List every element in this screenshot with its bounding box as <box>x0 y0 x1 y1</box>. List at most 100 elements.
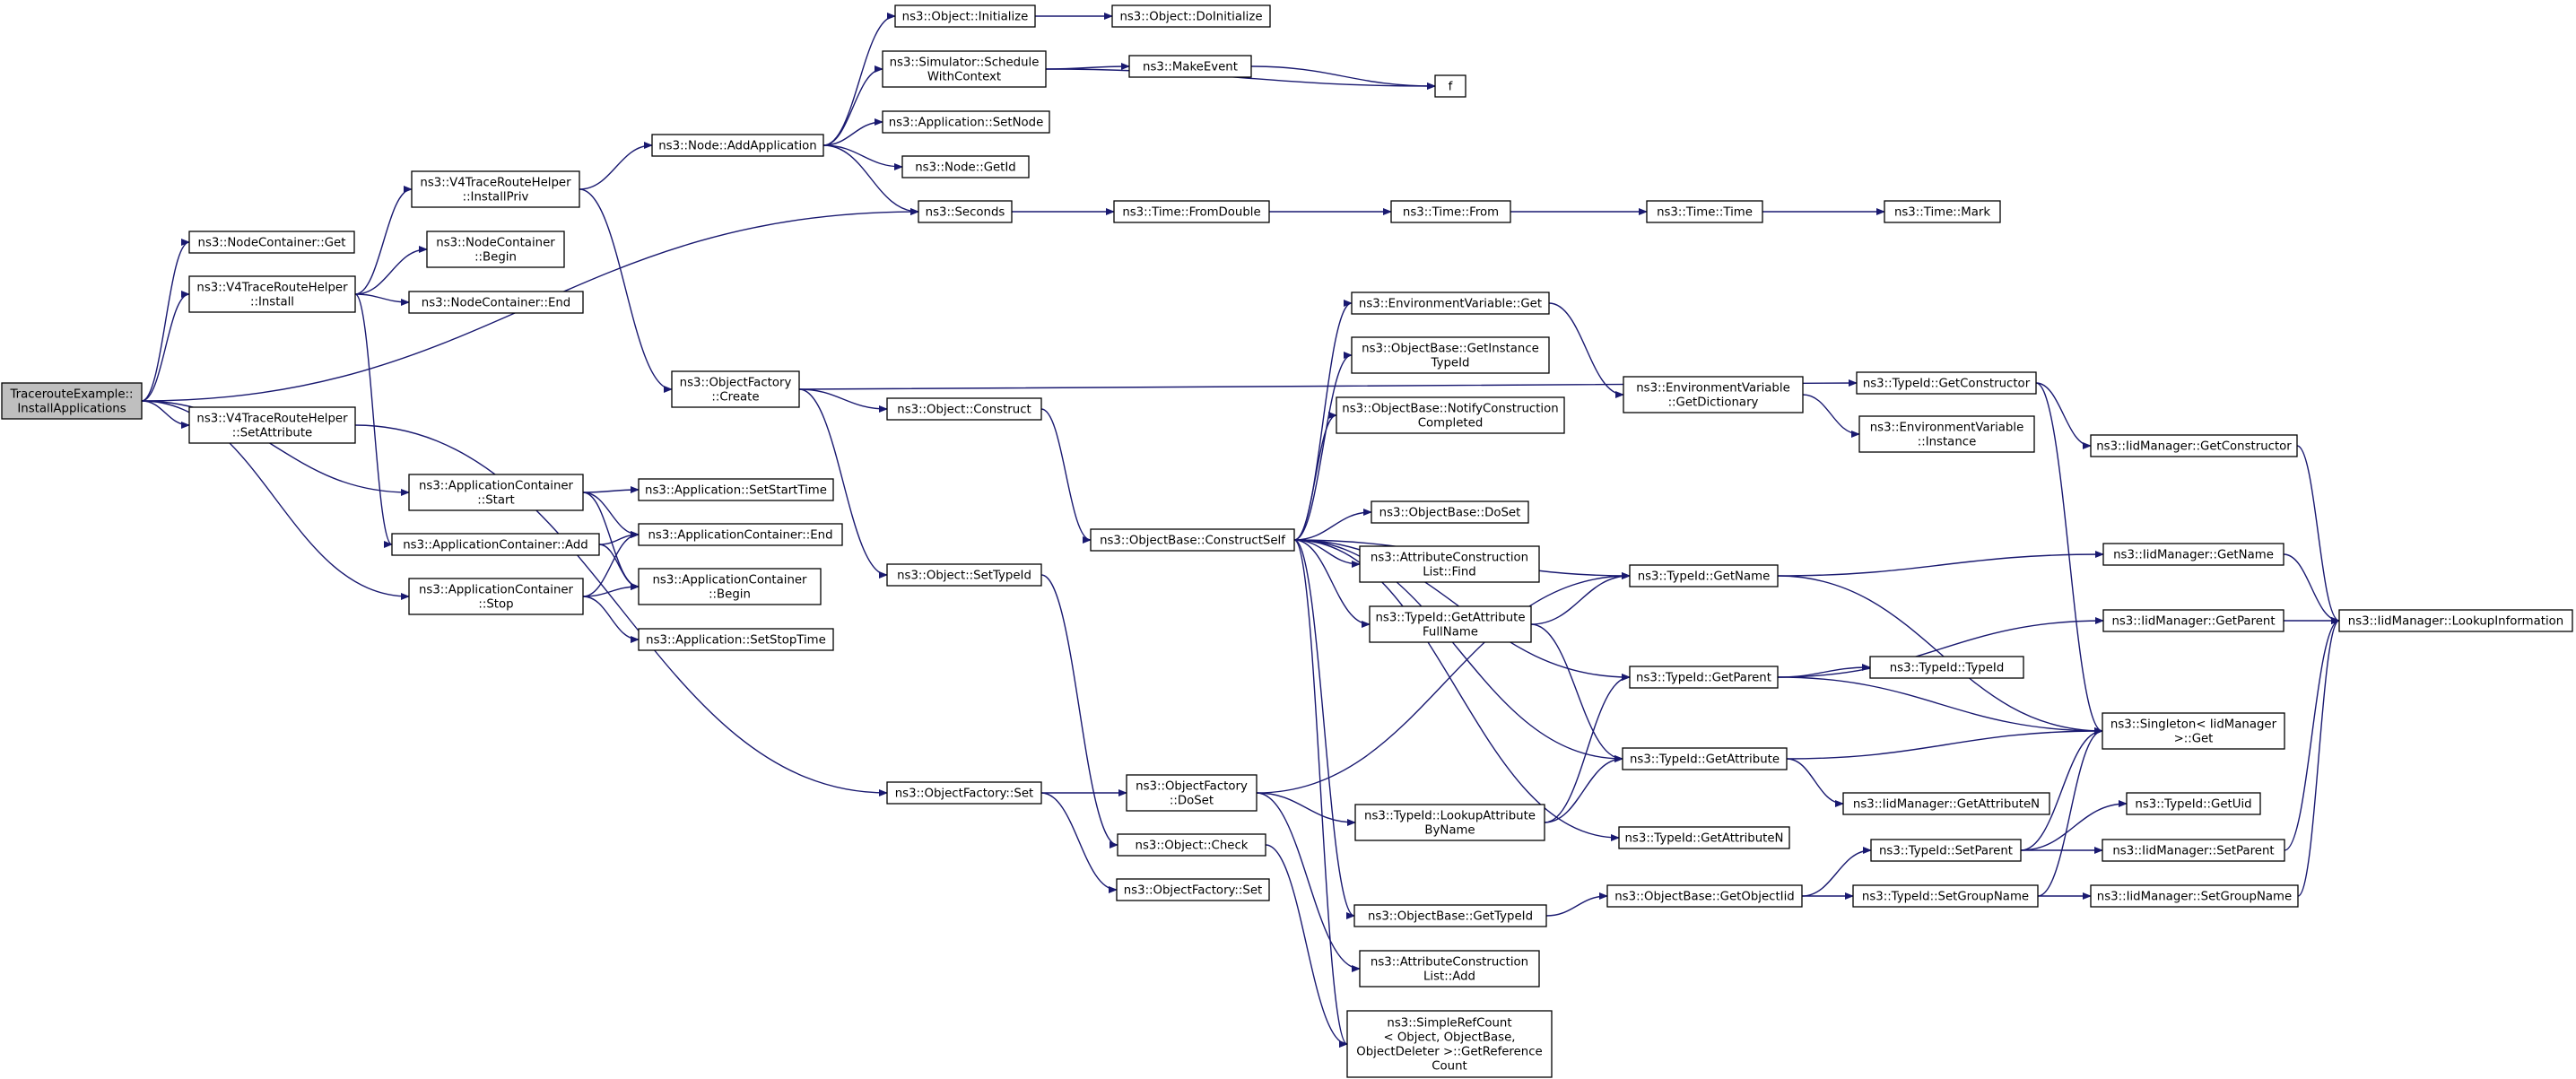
node-label: ns3::IidManager::LookupInformation <box>2348 615 2563 629</box>
node-simplerefcount[interactable]: ns3::SimpleRefCount< Object, ObjectBase,… <box>1346 1010 1553 1078</box>
node-obj-check[interactable]: ns3::Object::Check <box>1117 833 1266 857</box>
node-label: ns3::NodeContainer <box>436 237 555 250</box>
node-label: ns3::ObjectBase::GetObjectIid <box>1614 891 1794 904</box>
edge-tid_getname-to-iid_getname <box>1777 551 2104 577</box>
node-app-setnode[interactable]: ns3::Application::SetNode <box>882 110 1050 134</box>
node-time-time[interactable]: ns3::Time::Time <box>1646 200 1763 223</box>
node-seconds[interactable]: ns3::Seconds <box>918 200 1013 223</box>
node-time-from[interactable]: ns3::Time::From <box>1390 200 1511 223</box>
node-env-getdict[interactable]: ns3::EnvironmentVariable::GetDictionary <box>1623 376 1804 413</box>
node-box <box>1629 564 1779 587</box>
node-ac-stop[interactable]: ns3::ApplicationContainer::Stop <box>408 578 584 615</box>
node-ac-add[interactable]: ns3::ApplicationContainer::Add <box>391 533 600 556</box>
node-tid-getattribute[interactable]: ns3::TypeId::GetAttribute <box>1622 747 1788 770</box>
node-objfactory-set[interactable]: ns3::ObjectFactory::Set <box>886 781 1042 805</box>
node-label: ns3::ApplicationContainer <box>652 574 807 587</box>
node-v4-install[interactable]: ns3::V4TraceRouteHelper::Install <box>188 275 356 313</box>
node-objfactory-create[interactable]: ns3::ObjectFactory::Create <box>671 370 800 408</box>
node-node-addapp[interactable]: ns3::Node::AddApplication <box>651 134 824 157</box>
node-ac-end[interactable]: ns3::ApplicationContainer::End <box>638 523 843 546</box>
node-nc-begin[interactable]: ns3::NodeContainer::Begin <box>426 231 565 268</box>
node-box <box>426 231 565 268</box>
node-ob-constructself[interactable]: ns3::ObjectBase::ConstructSelf <box>1090 528 1295 552</box>
node-singleton-get[interactable]: ns3::Singleton< IidManager >::Get <box>2102 712 2285 750</box>
node-obj-doinit[interactable]: ns3::Object::DoInitialize <box>1111 4 1271 28</box>
node-label: ns3::V4TraceRouteHelper <box>420 177 571 190</box>
node-iid-getparent[interactable]: ns3::IidManager::GetParent <box>2102 609 2284 632</box>
edge-tid_getattribute-to-singleton_get <box>1786 727 2103 760</box>
node-app-setstop[interactable]: ns3::Application::SetStopTime <box>638 628 834 651</box>
edge-makeevent-to-f <box>1250 65 1436 90</box>
node-label: List::Add <box>1423 970 1475 984</box>
node-label: ns3::ApplicationContainer <box>419 584 574 597</box>
node-box <box>1856 371 2037 395</box>
node-label: ns3::ObjectBase::GetTypeId <box>1368 910 1533 924</box>
node-makeevent[interactable]: ns3::MakeEvent <box>1128 55 1252 78</box>
node-box <box>188 231 355 254</box>
node-obj-construct[interactable]: ns3::Object::Construct <box>886 397 1042 421</box>
node-app-setstart[interactable]: ns3::Application::SetStartTime <box>638 478 834 501</box>
node-obj-init[interactable]: ns3::Object::Initialize <box>894 4 1036 28</box>
edge-tid_setparent-to-tid_getuid <box>2020 800 2128 851</box>
edge-iid_getconstructor-to-iid_lookupinfo <box>2296 445 2340 624</box>
node-ob-notify[interactable]: ns3::ObjectBase::NotifyConstructionCompl… <box>1336 396 1565 434</box>
edge-ob_constructself-to-tid_getattrfullname <box>1293 539 1371 628</box>
node-iid-lookupinfo[interactable]: ns3::IidManager::LookupInformation <box>2338 609 2573 632</box>
node-ac-begin[interactable]: ns3::ApplicationContainer::Begin <box>638 568 822 605</box>
node-env-instance[interactable]: ns3::EnvironmentVariable::Instance <box>1858 415 2035 453</box>
node-label: ns3::Seconds <box>926 206 1005 220</box>
node-tid-getname[interactable]: ns3::TypeId::GetName <box>1629 564 1779 587</box>
node-objfactory-set2[interactable]: ns3::ObjectFactory::Set <box>1116 878 1270 901</box>
node-label: ns3::TypeId::LookupAttribute <box>1364 810 1536 823</box>
node-root[interactable]: TracerouteExample::InstallApplications <box>1 382 143 420</box>
node-iid-setgroupname[interactable]: ns3::IidManager::SetGroupName <box>2090 884 2299 908</box>
node-f[interactable]: f <box>1434 74 1466 98</box>
node-obj-settypeid[interactable]: ns3::Object::SetTypeId <box>886 563 1042 587</box>
node-label: ::Stop <box>478 598 513 612</box>
node-v4-installpriv[interactable]: ns3::V4TraceRouteHelper::InstallPriv <box>411 170 580 208</box>
node-nc-end[interactable]: ns3::NodeContainer::End <box>408 291 584 314</box>
node-tid-getattributen[interactable]: ns3::TypeId::GetAttributeN <box>1618 826 1790 849</box>
node-node-getid[interactable]: ns3::Node::GetId <box>901 155 1030 178</box>
node-label: ::Create <box>711 391 759 405</box>
edge-node_addapp-to-node_getid <box>822 144 903 170</box>
node-box <box>1842 792 2050 815</box>
node-objfactory-doset[interactable]: ns3::ObjectFactory::DoSet <box>1126 774 1258 812</box>
node-tid-typeid[interactable]: ns3::TypeId::TypeId <box>1869 656 2024 679</box>
node-env-get[interactable]: ns3::EnvironmentVariable::Get <box>1351 292 1550 315</box>
edge-ob_constructself-to-ob_doset <box>1293 509 1372 541</box>
node-iid-getname[interactable]: ns3::IidManager::GetName <box>2102 543 2284 566</box>
node-box <box>2090 434 2298 457</box>
node-tid-getconstructor[interactable]: ns3::TypeId::GetConstructor <box>1856 371 2037 395</box>
node-nc-get[interactable]: ns3::NodeContainer::Get <box>188 231 355 254</box>
node-label: ns3::Time::From <box>1403 206 1499 220</box>
node-iid-getconstructor[interactable]: ns3::IidManager::GetConstructor <box>2090 434 2298 457</box>
node-ob-getobjectiid[interactable]: ns3::ObjectBase::GetObjectIid <box>1606 884 1803 908</box>
node-box <box>1116 878 1270 901</box>
node-time-fromdouble[interactable]: ns3::Time::FromDouble <box>1113 200 1270 223</box>
edge-iid_setgroupname-to-iid_lookupinfo <box>2297 617 2340 897</box>
edge-iid_getname-to-iid_lookupinfo <box>2283 553 2340 624</box>
node-ac-start[interactable]: ns3::ApplicationContainer::Start <box>408 474 584 511</box>
node-iid-setparent[interactable]: ns3::IidManager::SetParent <box>2102 839 2285 862</box>
node-tid-getuid[interactable]: ns3::TypeId::GetUid <box>2126 792 2261 815</box>
node-tid-setgroupname[interactable]: ns3::TypeId::SetGroupName <box>1852 884 2039 908</box>
node-time-mark[interactable]: ns3::Time::Mark <box>1884 200 2001 223</box>
nodes-layer: TracerouteExample::InstallApplicationsns… <box>1 4 2573 1078</box>
edge-ob_constructself-to-simplerefcount <box>1293 539 1348 1048</box>
edge-ob_gettypeid-to-ob_getobjectiid <box>1545 892 1608 917</box>
node-ob-gettypeid[interactable]: ns3::ObjectBase::GetTypeId <box>1353 904 1547 927</box>
node-iid-getattrn[interactable]: ns3::IidManager::GetAttributeN <box>1842 792 2050 815</box>
node-ob-doset[interactable]: ns3::ObjectBase::DoSet <box>1371 500 1529 524</box>
node-box <box>638 478 834 501</box>
node-tid-getparent[interactable]: ns3::TypeId::GetParent <box>1629 666 1779 689</box>
node-label: ns3::IidManager::SetGroupName <box>2097 891 2292 904</box>
node-tid-setparent[interactable]: ns3::TypeId::SetParent <box>1870 839 2022 862</box>
node-v4-setattr[interactable]: ns3::V4TraceRouteHelper::SetAttribute <box>188 406 356 444</box>
